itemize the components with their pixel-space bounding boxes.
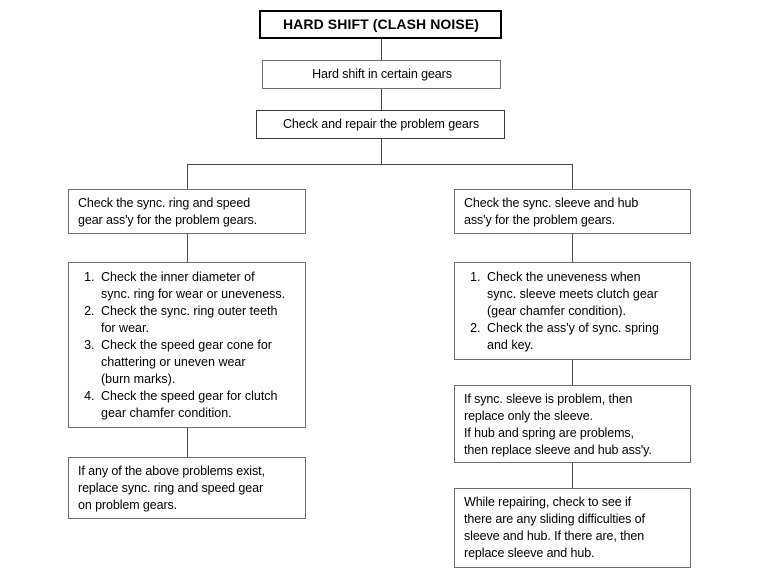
left-checks-list: Check the inner diameter of sync. ring f…: [77, 269, 299, 422]
node-action: Check and repair the problem gears: [256, 110, 505, 139]
node-left-branch-head: Check the sync. ring and speed gear ass'…: [68, 189, 306, 234]
connector-symptom-to-action: [381, 89, 382, 110]
node-title: HARD SHIFT (CLASH NOISE): [259, 10, 502, 39]
connector-action-drop: [381, 139, 382, 165]
node-symptom: Hard shift in certain gears: [262, 60, 501, 89]
connector-right-checks-to-result: [572, 360, 573, 385]
list-item: Check the ass'y of sync. spring and key.: [484, 320, 684, 354]
node-left-checks: Check the inner diameter of sync. ring f…: [68, 262, 306, 428]
list-item: Check the sync. ring outer teeth for wea…: [98, 303, 299, 337]
right-checks-list: Check the uneveness when sync. sleeve me…: [463, 269, 684, 354]
list-item: Check the inner diameter of sync. ring f…: [98, 269, 299, 303]
connector-title-to-symptom: [381, 39, 382, 60]
node-right-branch-head: Check the sync. sleeve and hub ass'y for…: [454, 189, 691, 234]
connector-right-result-to-note: [572, 463, 573, 488]
connector-split-left-drop: [187, 164, 188, 189]
node-left-result: If any of the above problems exist, repl…: [68, 457, 306, 519]
connector-right-head-to-checks: [572, 234, 573, 262]
list-item: Check the uneveness when sync. sleeve me…: [484, 269, 684, 320]
node-right-note: While repairing, check to see if there a…: [454, 488, 691, 568]
connector-left-checks-to-result: [187, 428, 188, 457]
node-right-result: If sync. sleeve is problem, then replace…: [454, 385, 691, 463]
connector-split-bar: [187, 164, 573, 165]
list-item: Check the speed gear cone for chattering…: [98, 337, 299, 388]
list-item: Check the speed gear for clutch gear cha…: [98, 388, 299, 422]
node-right-checks: Check the uneveness when sync. sleeve me…: [454, 262, 691, 360]
connector-left-head-to-checks: [187, 234, 188, 262]
connector-split-right-drop: [572, 164, 573, 189]
